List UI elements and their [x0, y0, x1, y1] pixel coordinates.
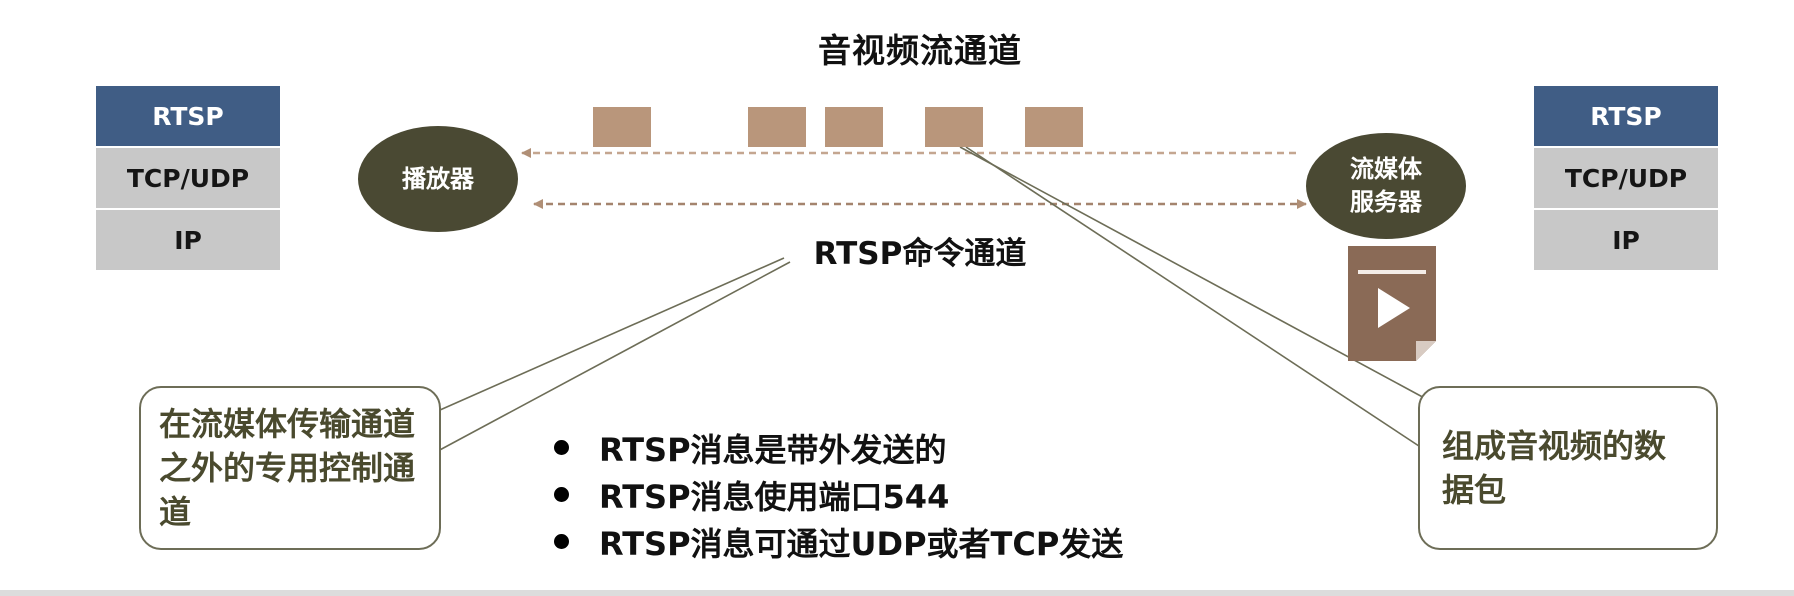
play-file-icon	[1348, 246, 1436, 361]
stack-layer-rtsp: RTSP	[96, 86, 280, 146]
rtsp-facts-list: RTSP消息是带外发送的 RTSP消息使用端口544 RTSP消息可通过UDP或…	[554, 424, 1123, 565]
callout-left-pointer-upper	[439, 257, 785, 411]
protocol-stack-right: RTSP TCP/UDP IP	[1534, 86, 1718, 272]
callout-left-pointer-lower	[435, 261, 791, 453]
list-item: RTSP消息使用端口544	[554, 471, 1123, 518]
stack-layer-rtsp: RTSP	[1534, 86, 1718, 146]
rtsp-channel-title: RTSP命令通道	[813, 236, 1027, 272]
data-packet	[593, 107, 651, 147]
bullet-icon	[554, 487, 569, 502]
player-node: 播放器	[358, 126, 518, 232]
data-packet	[925, 107, 983, 147]
stack-layer-ip: IP	[1534, 210, 1718, 270]
callout-data-packets: 组成音视频的数据包	[1418, 386, 1718, 550]
protocol-stack-left: RTSP TCP/UDP IP	[96, 86, 280, 272]
bottom-divider	[0, 590, 1794, 596]
bullet-icon	[554, 534, 569, 549]
av-channel-title: 音视频流通道	[818, 31, 1022, 70]
data-packet	[825, 107, 883, 147]
list-item: RTSP消息可通过UDP或者TCP发送	[554, 518, 1123, 565]
streaming-server-node: 流媒体 服务器	[1306, 133, 1466, 239]
list-item: RTSP消息是带外发送的	[554, 424, 1123, 471]
callout-right-pointer-lower	[965, 146, 1429, 453]
stack-layer-tcp-udp: TCP/UDP	[96, 148, 280, 208]
data-packet	[1025, 107, 1083, 147]
list-item-text: RTSP消息可通过UDP或者TCP发送	[599, 524, 1124, 563]
data-packet	[748, 107, 806, 147]
stack-layer-ip: IP	[96, 210, 280, 270]
callout-control-channel: 在流媒体传输通道之外的专用控制通道	[139, 386, 441, 550]
bullet-icon	[554, 440, 569, 455]
list-item-text: RTSP消息使用端口544	[599, 477, 950, 516]
stack-layer-tcp-udp: TCP/UDP	[1534, 148, 1718, 208]
callout-right-pointer-upper	[959, 146, 1455, 415]
list-item-text: RTSP消息是带外发送的	[599, 430, 947, 469]
